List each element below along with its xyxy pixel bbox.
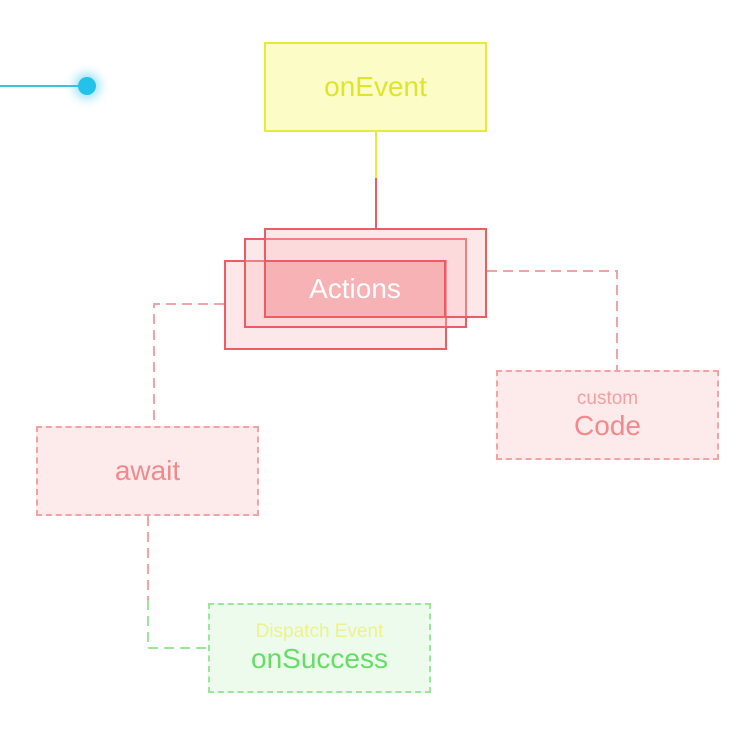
- node-on-event[interactable]: onEvent: [264, 42, 487, 132]
- indicator-line: [0, 85, 86, 87]
- edge-await-success-b: [147, 600, 208, 649]
- edge-actions-await: [153, 303, 224, 426]
- node-await-label: await: [114, 455, 181, 486]
- node-on-success[interactable]: Dispatch Event onSuccess: [208, 603, 431, 693]
- edge-actions-custom: [487, 270, 618, 370]
- node-custom-code[interactable]: custom Code: [496, 370, 719, 460]
- node-on-success-label: onSuccess: [251, 643, 388, 674]
- node-actions[interactable]: Actions: [264, 260, 446, 318]
- indicator-dot-icon: [78, 77, 96, 95]
- node-actions-label: Actions: [309, 273, 401, 304]
- node-custom-code-sublabel: custom: [576, 388, 639, 409]
- node-custom-code-label: Code: [574, 410, 641, 441]
- node-await[interactable]: await: [36, 426, 259, 516]
- node-on-event-label: onEvent: [324, 71, 427, 102]
- node-on-success-sublabel: Dispatch Event: [255, 621, 384, 642]
